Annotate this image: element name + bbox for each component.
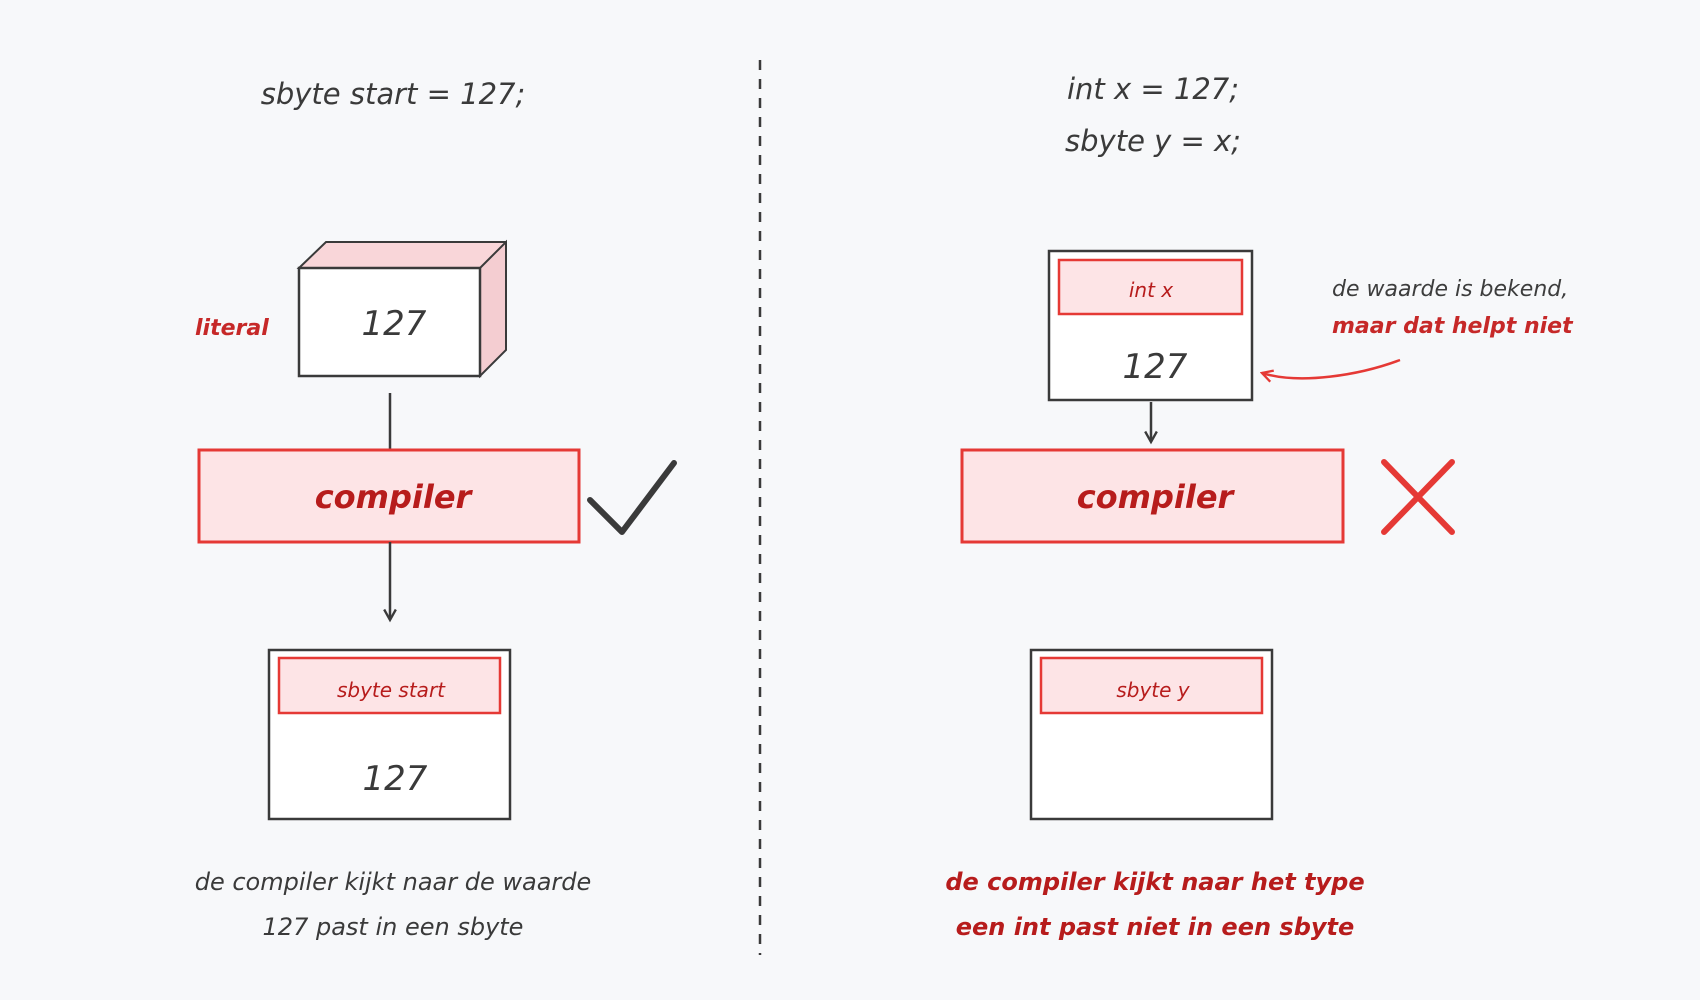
sbyte-y-title: sbyte y: [1116, 678, 1190, 702]
annotation-line1: de waarde is bekend,: [1332, 277, 1568, 302]
annotation-line2: maar dat helpt niet: [1332, 314, 1574, 339]
right-panel: int x = 127; sbyte y = x; int x 127 de w…: [945, 72, 1574, 941]
right-code-line2: sbyte y = x;: [1065, 124, 1241, 158]
left-caption-line1: de compiler kijkt naar de waarde: [195, 868, 592, 896]
right-code-line1: int x = 127;: [1067, 72, 1239, 106]
literal-box-front-face: [297, 266, 482, 378]
literal-label: literal: [195, 316, 269, 341]
right-compiler-block: [960, 448, 1345, 544]
sbyte-y-header: [1039, 656, 1264, 715]
sbyte-start-title: sbyte start: [337, 678, 446, 702]
literal-box: 127: [296, 239, 507, 379]
literal-value: 127: [362, 304, 427, 344]
left-code-line: sbyte start = 127;: [261, 77, 526, 111]
right-compiler-label: compiler: [1077, 478, 1236, 516]
right-caption-line1: de compiler kijkt naar het type: [945, 868, 1364, 896]
sbyte-start-header: [277, 656, 502, 715]
check-icon: [587, 460, 677, 535]
sbyte-start-value: 127: [363, 759, 428, 799]
right-caption-line2: een int past niet in een sbyte: [956, 913, 1355, 941]
left-panel: sbyte start = 127; 127 literal compiler …: [195, 77, 677, 941]
int-x-value: 127: [1123, 347, 1188, 387]
literal-box-top-face: [296, 241, 507, 269]
annotation-arrow: [1262, 358, 1401, 378]
left-caption-line2: 127 past in een sbyte: [263, 913, 524, 941]
cross-icon: [1381, 459, 1455, 535]
int-x-title: int x: [1129, 278, 1173, 302]
left-compiler-label: compiler: [315, 478, 474, 516]
int-x-header: [1057, 258, 1244, 316]
